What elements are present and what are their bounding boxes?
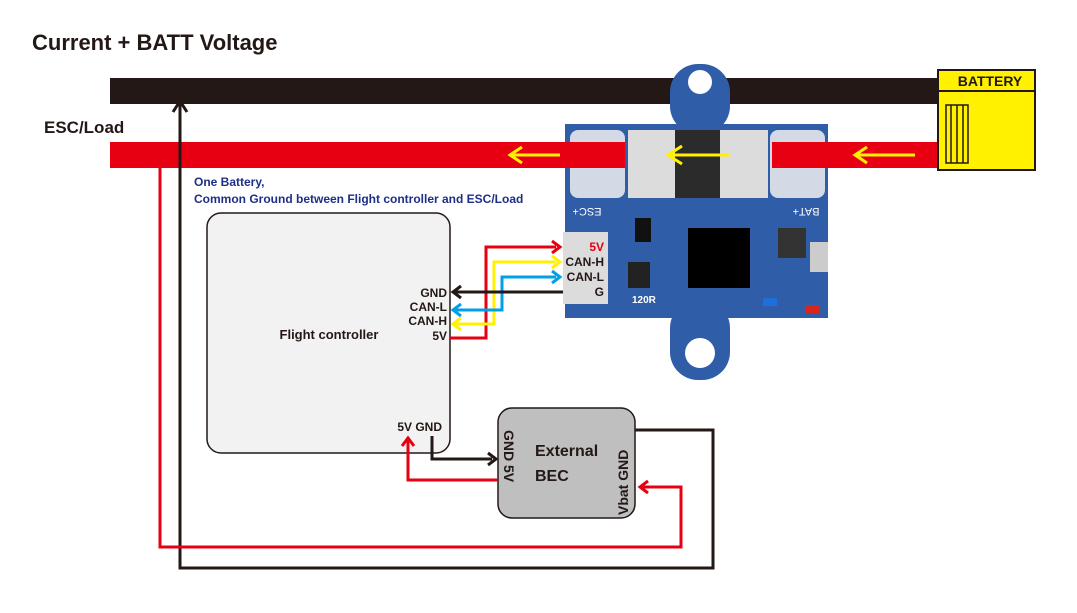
external-bec: External BEC GND 5V Vbat GND xyxy=(497,407,636,519)
flight-controller: Flight controller GND CAN-L CAN-H 5V 5V … xyxy=(206,212,451,454)
battery-negative-wire xyxy=(110,78,940,104)
flow-arrow-icon xyxy=(665,144,730,166)
esc-plus-label: ESC+ xyxy=(572,205,601,217)
current-sensor-module: 5V CAN-H CAN-L G 120R ESC+ BAT+ xyxy=(563,64,828,380)
fc-pin-canh: CAN-H xyxy=(408,314,447,328)
fc-pin-5v: 5V xyxy=(432,329,447,343)
bat-plus-label: BAT+ xyxy=(792,205,819,217)
connector-pin-canh: CAN-H xyxy=(565,255,604,269)
microcontroller-chip xyxy=(688,228,750,288)
note-line-2: Common Ground between Flight controller … xyxy=(194,192,523,206)
flow-arrow-icon xyxy=(507,145,560,165)
esc-load-label: ESC/Load xyxy=(44,118,124,137)
battery-label: BATTERY xyxy=(958,73,1023,89)
bec-label-line2: BEC xyxy=(535,468,569,485)
current-flow-arrows xyxy=(507,144,915,166)
resistor-label: 120R xyxy=(632,295,657,306)
connector-pin-g: G xyxy=(595,285,604,299)
fc-pin-canl: CAN-L xyxy=(410,300,447,314)
flow-arrow-icon xyxy=(852,145,915,165)
flight-controller-label: Flight controller xyxy=(280,327,379,342)
can-connector xyxy=(563,232,608,304)
page-title: Current + BATT Voltage xyxy=(32,30,277,55)
power-wiring xyxy=(158,98,715,570)
can-wiring xyxy=(450,239,563,340)
bec-label-line1: External xyxy=(535,443,598,460)
mounting-hole-top xyxy=(688,70,712,94)
note-line-1: One Battery, xyxy=(194,175,264,189)
battery: BATTERY xyxy=(937,69,1036,171)
fc-pin-gnd: GND xyxy=(420,286,447,300)
connector-pin-canl: CAN-L xyxy=(567,270,604,284)
bec-left-pins: GND 5V xyxy=(501,430,517,483)
connector-pin-5v: 5V xyxy=(589,240,604,254)
mounting-hole-bottom xyxy=(685,338,715,368)
bec-right-pins: Vbat GND xyxy=(615,450,631,515)
battery-cells-icon xyxy=(945,104,969,164)
fc-power-pins: 5V GND xyxy=(397,420,442,434)
